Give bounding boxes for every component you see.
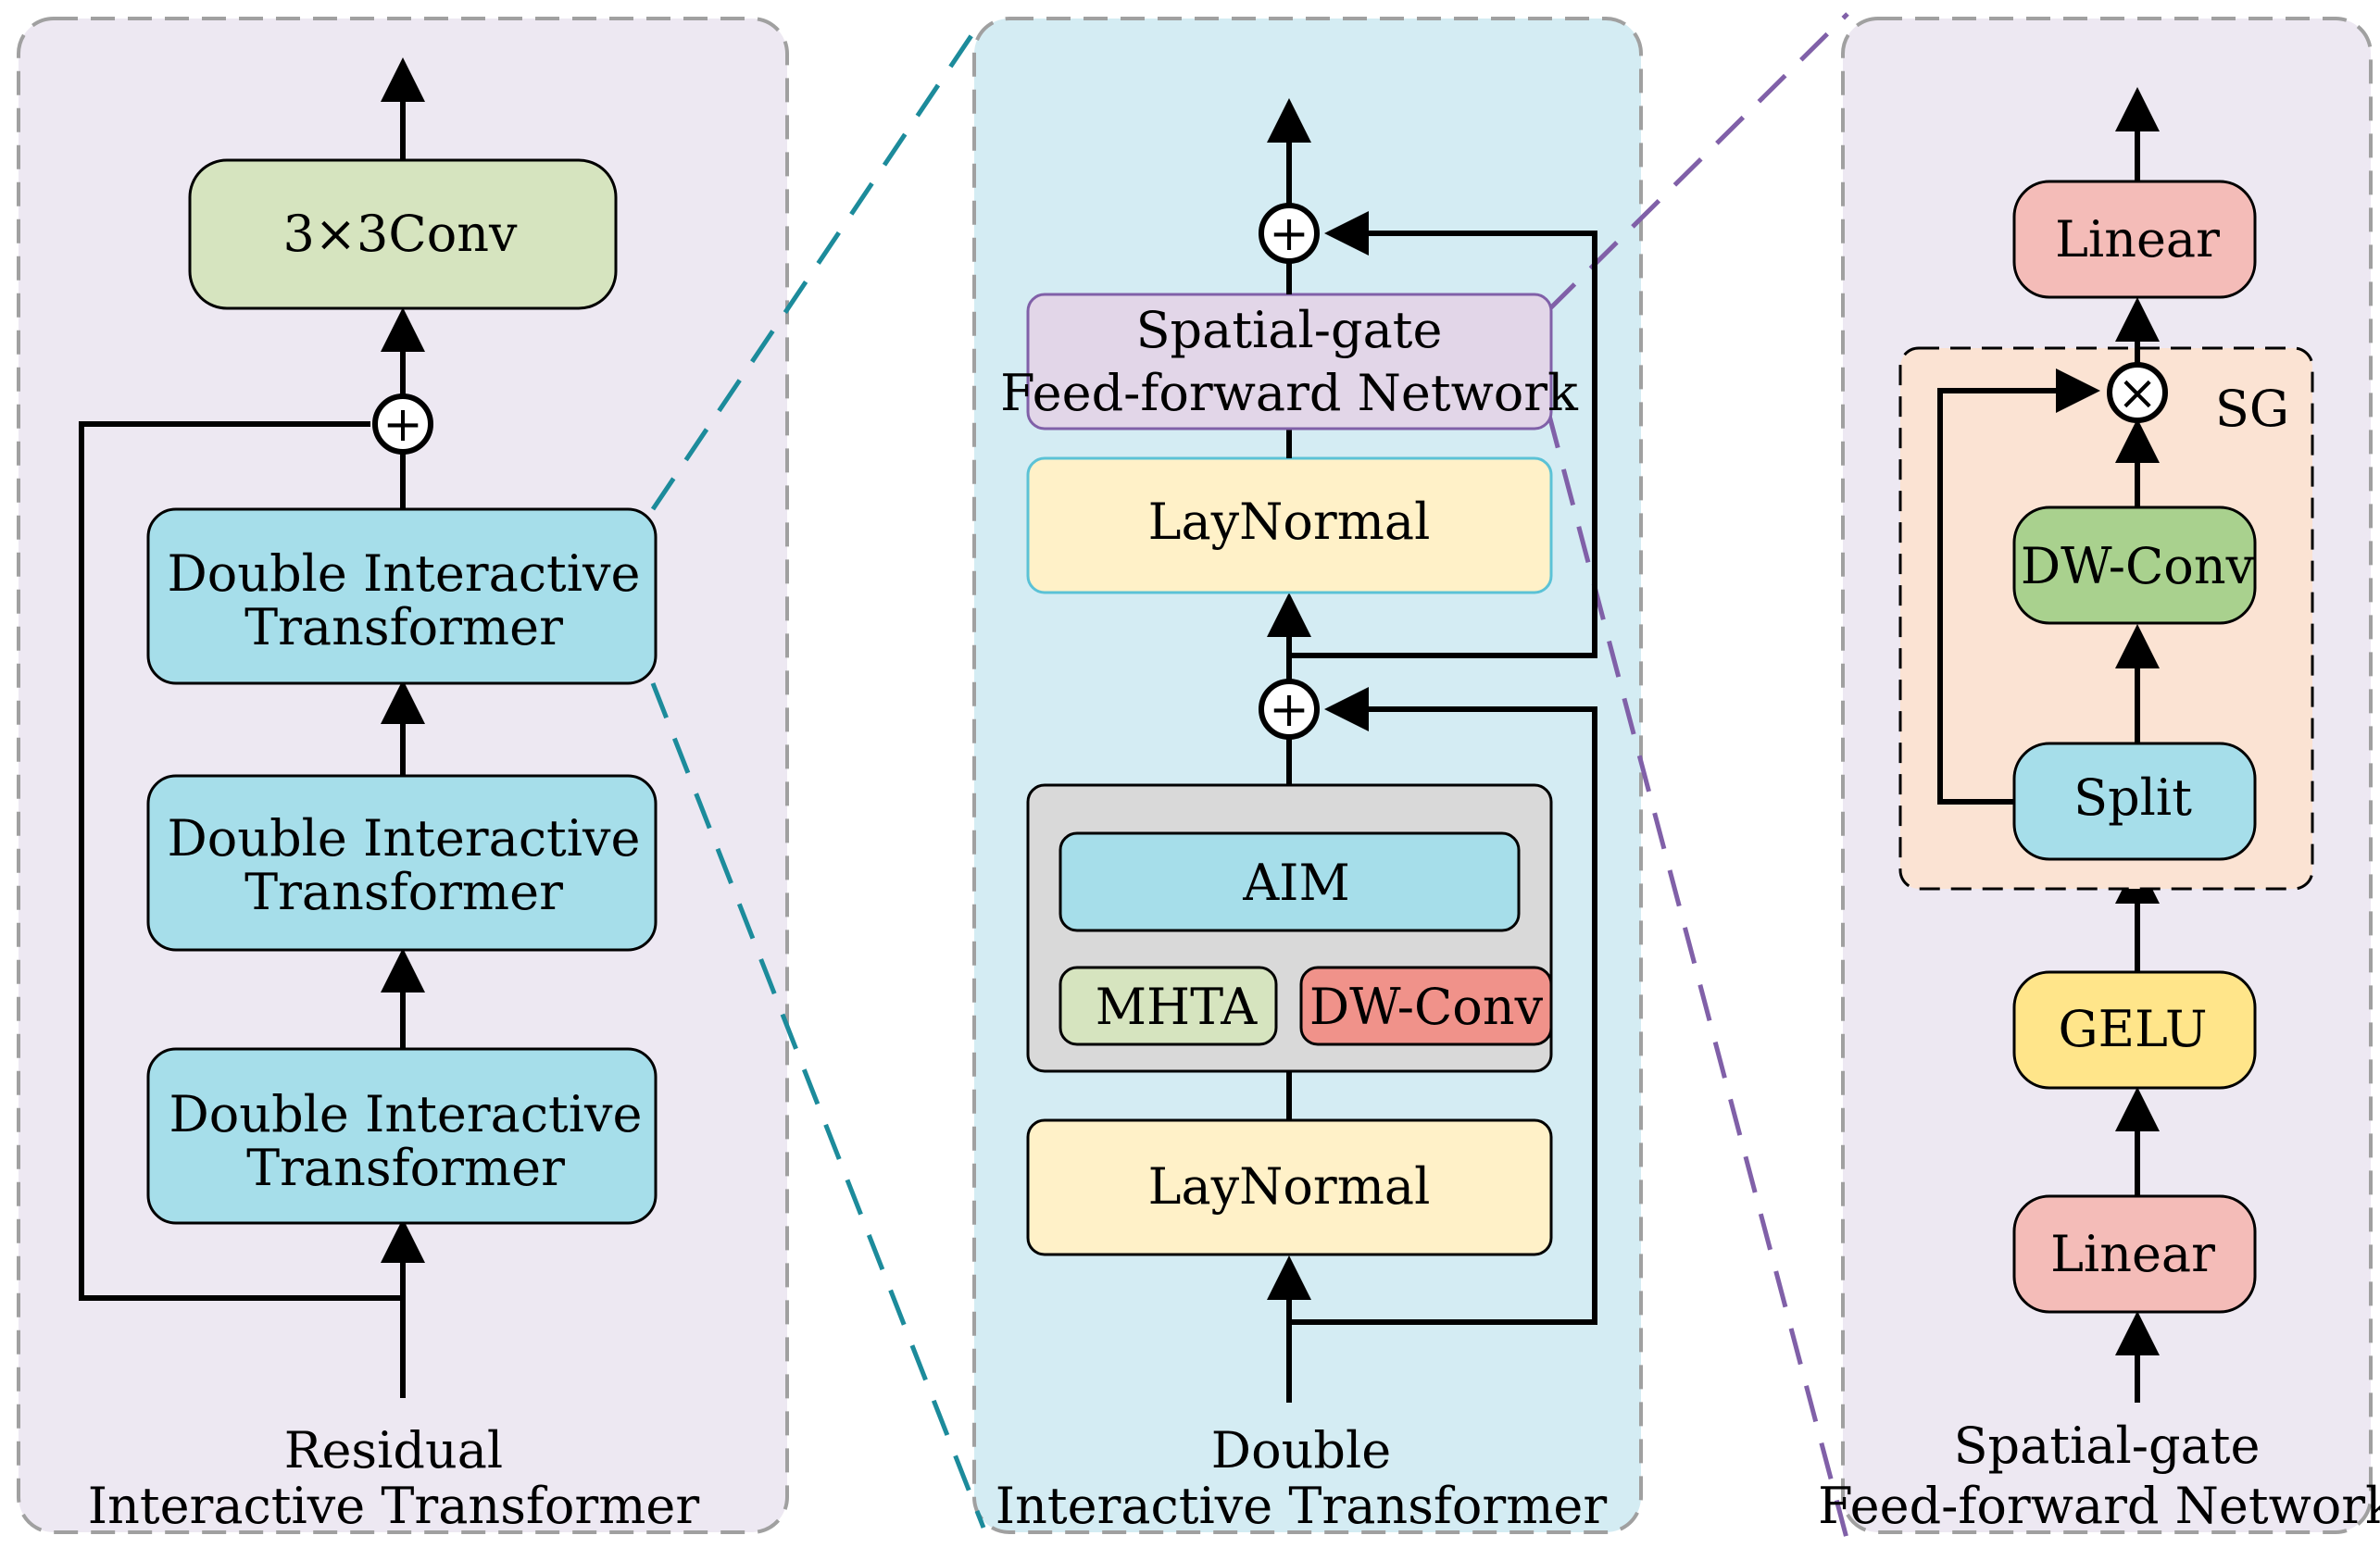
middle-aim-block <box>1058 831 1521 932</box>
right-split-skip-connection <box>1937 368 2100 805</box>
left-caption-line2: Interactive Transformer <box>88 1477 700 1535</box>
right-linear-lower-label: Linear <box>2050 1225 2215 1283</box>
right-linear-upper-label: Linear <box>2055 210 2220 268</box>
left-dit-block-3-line2: Transformer <box>246 1139 565 1197</box>
zoom-connector-teal-bottom <box>650 682 986 1529</box>
left-dit-block-2-line2: Transformer <box>244 863 563 921</box>
right-caption-line2: Feed-forward Network <box>1818 1477 2380 1535</box>
middle-layernorm-upper-label: LayNormal <box>1148 493 1431 551</box>
zoom-connector-purple-top <box>1547 12 1849 312</box>
left-dit-block-3-line1: Double Interactive <box>169 1085 643 1143</box>
left-add-symbol: + <box>382 397 423 453</box>
left-dit-block-2-line1: Double Interactive <box>168 809 641 868</box>
left-dit-block-1-line1: Double Interactive <box>168 544 641 603</box>
right-gelu-label: GELU <box>2059 1000 2208 1058</box>
middle-add-symbol-lower: + <box>1269 682 1309 738</box>
middle-mhta-label: MHTA <box>1096 978 1258 1036</box>
middle-sgffn-line1: Spatial-gate <box>1136 301 1443 359</box>
right-dwconv-label: DW-Conv <box>2021 537 2255 595</box>
zoom-connector-purple-bottom <box>1546 411 1850 1542</box>
zoom-connector-teal-top <box>650 21 983 511</box>
middle-skip-connection-upper <box>1289 211 1597 658</box>
middle-caption-line2: Interactive Transformer <box>996 1477 1608 1535</box>
middle-dwconv-label: DW-Conv <box>1309 978 1544 1036</box>
middle-sgffn-line2: Feed-forward Network <box>1000 364 1579 422</box>
left-conv-label: 3×3Conv <box>282 205 518 263</box>
middle-layernorm-lower-label: LayNormal <box>1148 1157 1431 1216</box>
left-skip-connection <box>79 421 403 1301</box>
middle-mhta-block <box>1058 966 1278 1046</box>
left-dit-block-1-line2: Transformer <box>244 598 563 656</box>
middle-dwconv-block <box>1299 966 1553 1046</box>
right-caption-line1: Spatial-gate <box>1954 1417 2261 1475</box>
left-caption-line1: Residual <box>284 1421 503 1479</box>
middle-skip-connection-lower <box>1289 687 1597 1325</box>
right-multiply-symbol: × <box>2117 366 2158 421</box>
right-split-label: Split <box>2073 768 2192 827</box>
right-sg-label: SG <box>2215 380 2289 438</box>
middle-aim-label: AIM <box>1242 854 1350 912</box>
middle-caption-line1: Double <box>1211 1421 1391 1479</box>
middle-add-symbol-upper: + <box>1269 206 1309 262</box>
